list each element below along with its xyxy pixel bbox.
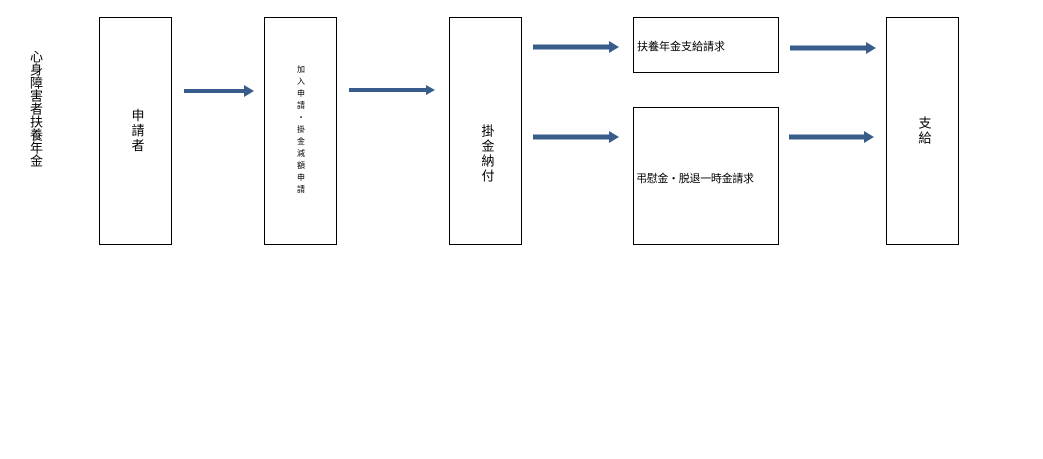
premium-payment-label: 掛金納付 (478, 123, 494, 184)
arrow-premium-to-condolence-claim (533, 131, 619, 143)
arrow-premium-to-pension-claim (533, 41, 619, 53)
application-label: 加入申請・掛金減額申請 (296, 65, 306, 197)
application-box: 加入申請・掛金減額申請 (264, 17, 337, 245)
payment-label: 支給 (915, 116, 931, 146)
payment-box: 支給 (886, 17, 959, 245)
applicant-label: 申請者 (128, 108, 144, 154)
condolence-claim-label: 弔慰金・脱退一時金請求 (636, 172, 754, 185)
arrow-application-to-premium (349, 85, 435, 95)
applicant-box: 申請者 (99, 17, 172, 245)
condolence-claim-box: 弔慰金・脱退一時金請求 (633, 107, 779, 245)
arrow-pension-claim-to-payment (790, 42, 876, 54)
side-title: 心身障害者扶養年金 (27, 50, 42, 167)
arrow-applicant-to-application (184, 85, 254, 97)
pension-claim-box: 扶養年金支給請求 (633, 17, 779, 73)
pension-claim-label: 扶養年金支給請求 (637, 40, 725, 53)
premium-payment-box: 掛金納付 (449, 17, 522, 245)
arrow-condolence-claim-to-payment (789, 131, 874, 143)
